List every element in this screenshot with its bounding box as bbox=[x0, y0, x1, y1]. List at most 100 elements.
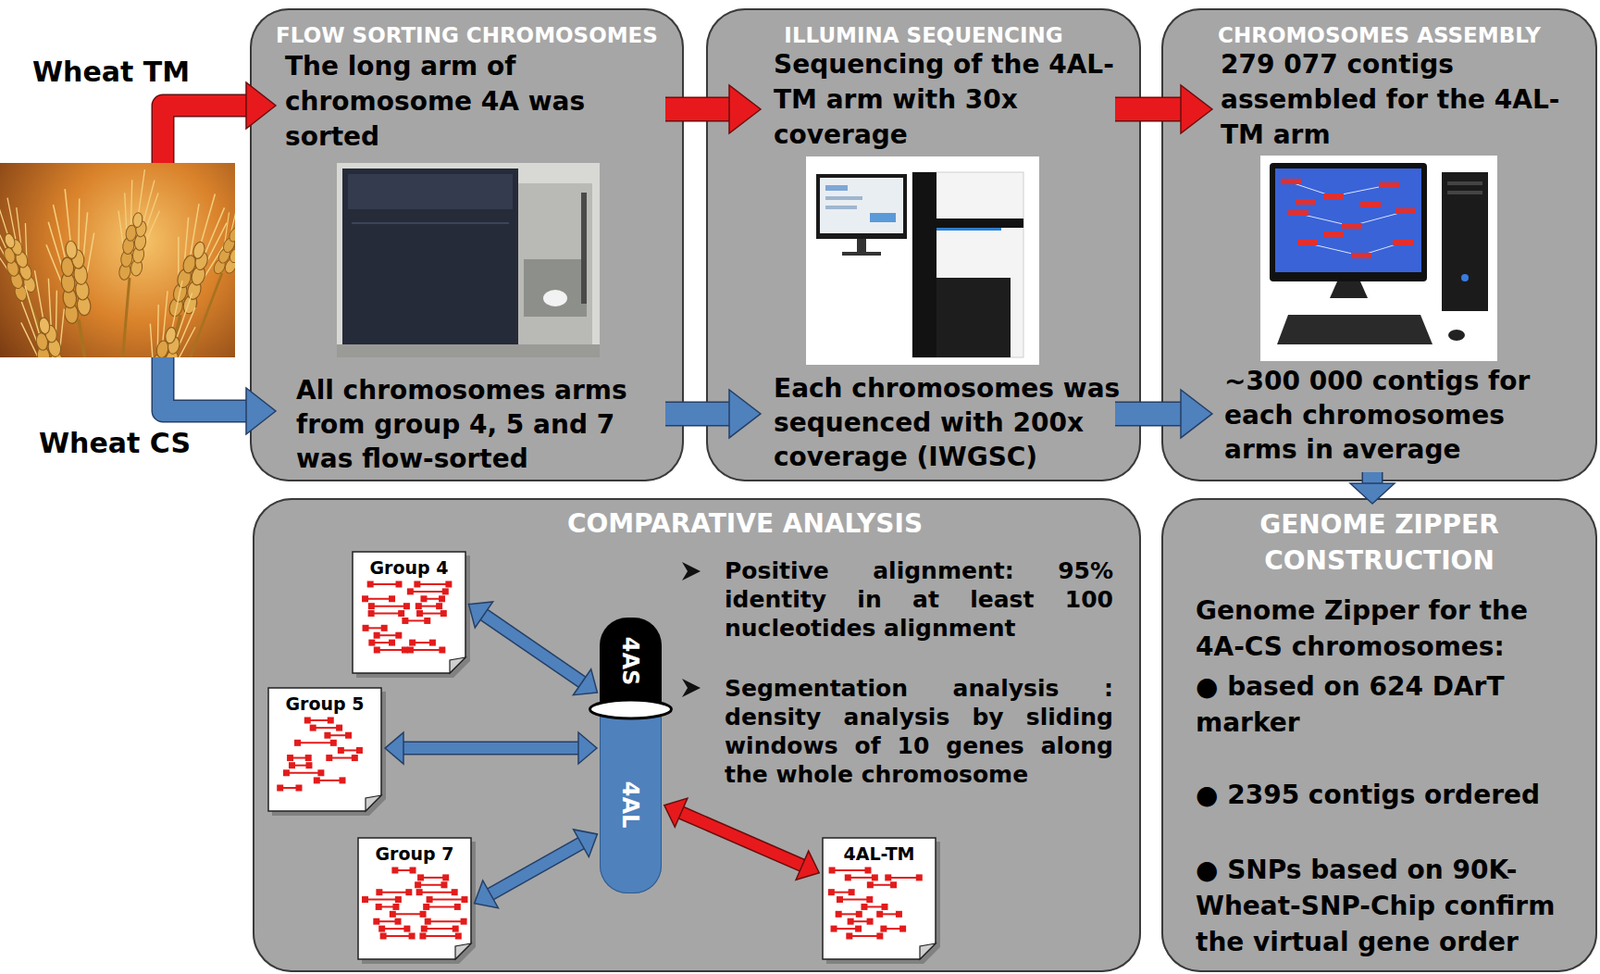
gene-mark bbox=[438, 595, 446, 602]
body-text: The long arm of chromosome 4A was sorted bbox=[285, 49, 674, 155]
gene-mark bbox=[388, 639, 396, 646]
doc-label: Group 7 bbox=[357, 842, 472, 865]
gene-mark bbox=[361, 895, 369, 903]
gene-mark bbox=[440, 609, 447, 617]
arrow-outline bbox=[162, 105, 251, 163]
gene-mark bbox=[368, 639, 396, 646]
gene-mark bbox=[356, 746, 363, 754]
gene-mark bbox=[372, 917, 380, 925]
gene-mark bbox=[373, 632, 403, 639]
gene-mark bbox=[338, 776, 346, 783]
gene-mark bbox=[327, 717, 335, 724]
gene-mark bbox=[847, 917, 855, 925]
gene-mark bbox=[848, 934, 881, 937]
gene-mark bbox=[361, 595, 396, 602]
text-slot: ● based on 624 DArT marker bbox=[1195, 668, 1576, 741]
gene-mark bbox=[844, 873, 852, 881]
gene-mark bbox=[419, 932, 426, 940]
gene-mark bbox=[880, 925, 887, 932]
gene-mark bbox=[305, 761, 312, 769]
arrow-shaft bbox=[162, 357, 251, 411]
gene-mark bbox=[304, 717, 311, 724]
gene-mark bbox=[328, 756, 356, 759]
gene-mark bbox=[403, 925, 410, 932]
gene-mark bbox=[389, 910, 397, 918]
body-text: All chromosomes arms from group 4, 5 and… bbox=[296, 372, 667, 476]
chromosome-arm: 4AS bbox=[599, 617, 662, 705]
gene-mark bbox=[395, 895, 402, 903]
gene-mark bbox=[381, 927, 408, 930]
gene-mark bbox=[285, 771, 322, 774]
gene-mark bbox=[442, 587, 449, 595]
gene-mark bbox=[407, 587, 414, 595]
gene-mark bbox=[364, 597, 393, 600]
gene-mark bbox=[283, 768, 324, 776]
text-slot: CHROMOSOMES ASSEMBLY bbox=[1161, 23, 1598, 48]
body-text: Genome Zipper for the 4A-CS chromosomes: bbox=[1195, 592, 1576, 665]
gene-mark bbox=[361, 895, 402, 903]
gene-mark bbox=[295, 784, 302, 792]
gene-mark bbox=[368, 602, 375, 609]
gene-mark bbox=[835, 910, 863, 918]
gene-mark bbox=[288, 761, 296, 769]
body-text: ~300 000 contigs for each chromosomes ar… bbox=[1224, 363, 1567, 467]
gene-mark bbox=[455, 932, 462, 940]
gene-mark bbox=[420, 595, 427, 602]
gene-mark bbox=[876, 910, 883, 918]
gene-mark bbox=[452, 925, 459, 932]
gene-mark bbox=[829, 867, 836, 874]
gene-mark bbox=[323, 731, 331, 739]
gene-mark bbox=[454, 903, 461, 910]
text-slot: Group 7 bbox=[357, 842, 472, 865]
gene-mark bbox=[371, 605, 408, 608]
gene-mark bbox=[417, 873, 449, 881]
gene-mark bbox=[421, 934, 459, 937]
gene-mark bbox=[831, 925, 838, 932]
gene-mark bbox=[297, 741, 335, 744]
gene-mark bbox=[388, 595, 396, 602]
text-slot: COMPARATIVE ANALYSIS bbox=[530, 508, 960, 540]
gene-mark bbox=[409, 639, 436, 646]
text-slot: Wheat TM bbox=[32, 55, 236, 89]
gene-mark bbox=[305, 754, 312, 761]
document-icon: Group 7 bbox=[357, 836, 472, 960]
gene-mark bbox=[286, 754, 312, 761]
step-panel: FLOW SORTING CHROMOSOMESThe long arm of … bbox=[249, 8, 684, 482]
document-icon: Group 5 bbox=[267, 686, 383, 812]
step-panel: CHROMOSOMES ASSEMBLY279 077 contigs asse… bbox=[1161, 8, 1598, 482]
gene-mark bbox=[880, 903, 888, 910]
gene-mark bbox=[378, 891, 410, 894]
gene-mark bbox=[899, 925, 906, 932]
gene-mark bbox=[294, 739, 337, 746]
gene-mark bbox=[460, 895, 468, 903]
gene-mark bbox=[378, 925, 410, 932]
gene-mark bbox=[423, 617, 431, 624]
document-page bbox=[268, 687, 382, 811]
gene-mark bbox=[847, 876, 876, 879]
gene-mark bbox=[420, 910, 427, 918]
text-slot: 4AL bbox=[599, 714, 662, 894]
gene-mark bbox=[391, 867, 416, 874]
gene-mark bbox=[335, 724, 343, 732]
gene-mark bbox=[380, 932, 416, 940]
gene-mark bbox=[405, 888, 412, 895]
text-slot: Segmentation analysis : density analysis… bbox=[724, 673, 1114, 789]
text-slot: ● 2395 contigs ordered bbox=[1195, 776, 1585, 813]
gene-mark bbox=[362, 624, 388, 632]
document-page bbox=[352, 551, 466, 673]
body-text: ● SNPs based on 90K-Wheat-SNP-Chip confi… bbox=[1195, 851, 1585, 960]
gene-mark bbox=[828, 888, 835, 895]
body-text: 279 077 contigs assembled for the 4AL-TM… bbox=[1220, 47, 1587, 153]
arrow-shaft bbox=[162, 105, 251, 163]
doc-label: 4AL-TM bbox=[821, 842, 937, 865]
gene-mark bbox=[416, 888, 423, 895]
gene-mark bbox=[836, 895, 844, 903]
gene-mark bbox=[407, 646, 446, 654]
gene-mark bbox=[381, 624, 388, 632]
gene-mark bbox=[855, 910, 863, 918]
body-text: Each chromosomes was sequenced with 200x… bbox=[773, 371, 1137, 474]
gene-mark bbox=[383, 934, 413, 937]
text-slot: 279 077 contigs assembled for the 4AL-TM… bbox=[1220, 47, 1587, 153]
gene-mark bbox=[367, 581, 374, 588]
text-slot: Each chromosomes was sequenced with 200x… bbox=[773, 371, 1137, 474]
